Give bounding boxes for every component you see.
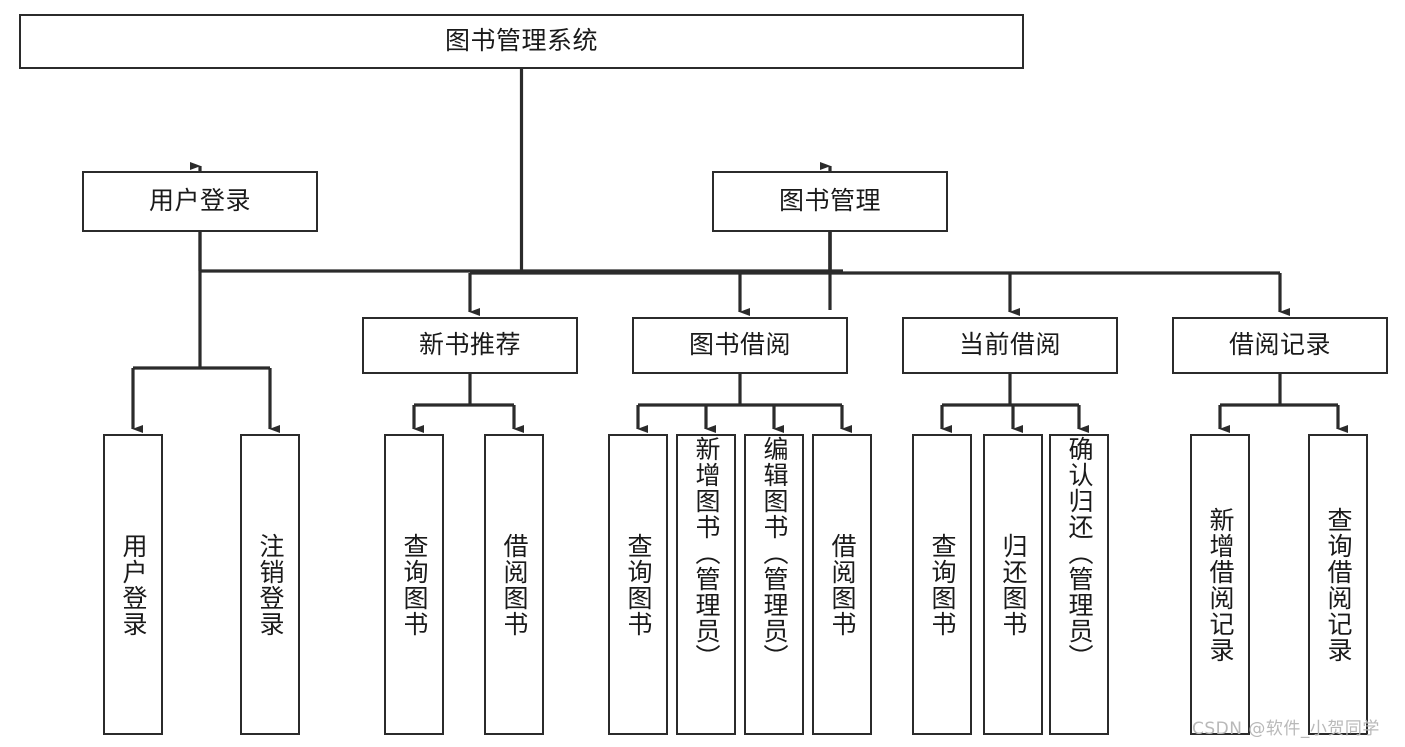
node-leaf-add-borrow-record[interactable]: 新增借阅记录	[1190, 434, 1250, 735]
node-label: 查询图书	[928, 532, 957, 637]
node-user-login[interactable]: 用户登录	[82, 171, 318, 232]
node-label: 借阅图书	[500, 532, 529, 637]
node-book-manage[interactable]: 图书管理	[712, 171, 948, 232]
node-leaf-borrow-book-2[interactable]: 借阅图书	[812, 434, 872, 735]
node-label: 图书借阅	[688, 330, 791, 360]
node-label: 用户登录	[119, 532, 148, 637]
node-new-book-recommend[interactable]: 新书推荐	[362, 317, 578, 374]
node-label: 图书管理系统	[444, 26, 598, 56]
node-label: 确认归还（管理员）	[1065, 436, 1094, 670]
node-book-borrow[interactable]: 图书借阅	[632, 317, 848, 374]
node-label: 新增图书（管理员）	[692, 436, 721, 670]
node-leaf-edit-book[interactable]: 编辑图书（管理员）	[744, 434, 804, 735]
node-leaf-user-login[interactable]: 用户登录	[103, 434, 163, 735]
node-label: 查询借阅记录	[1324, 506, 1353, 663]
node-label: 当前借阅	[958, 330, 1061, 360]
node-leaf-logout[interactable]: 注销登录	[240, 434, 300, 735]
node-label: 注销登录	[256, 532, 285, 637]
node-root-system[interactable]: 图书管理系统	[19, 14, 1024, 69]
node-leaf-add-book[interactable]: 新增图书（管理员）	[676, 434, 736, 735]
node-label: 归还图书	[999, 532, 1028, 637]
node-leaf-query-borrow-record[interactable]: 查询借阅记录	[1308, 434, 1368, 735]
node-label: 编辑图书（管理员）	[760, 436, 789, 670]
node-label: 查询图书	[400, 532, 429, 637]
node-leaf-return-book[interactable]: 归还图书	[983, 434, 1043, 735]
node-leaf-query-book-3[interactable]: 查询图书	[912, 434, 972, 735]
node-leaf-query-book-2[interactable]: 查询图书	[608, 434, 668, 735]
csdn-watermark: CSDN @软件_小贺同学	[1192, 719, 1380, 739]
node-borrow-record[interactable]: 借阅记录	[1172, 317, 1388, 374]
node-label: 用户登录	[148, 186, 251, 216]
node-label: 借阅记录	[1228, 330, 1331, 360]
node-label: 借阅图书	[828, 532, 857, 637]
node-leaf-query-book-1[interactable]: 查询图书	[384, 434, 444, 735]
node-label: 新增借阅记录	[1206, 506, 1235, 663]
node-leaf-confirm-return[interactable]: 确认归还（管理员）	[1049, 434, 1109, 735]
node-current-borrow[interactable]: 当前借阅	[902, 317, 1118, 374]
node-label: 图书管理	[778, 186, 881, 216]
node-label: 新书推荐	[418, 330, 521, 360]
node-leaf-borrow-book-1[interactable]: 借阅图书	[484, 434, 544, 735]
node-label: 查询图书	[624, 532, 653, 637]
